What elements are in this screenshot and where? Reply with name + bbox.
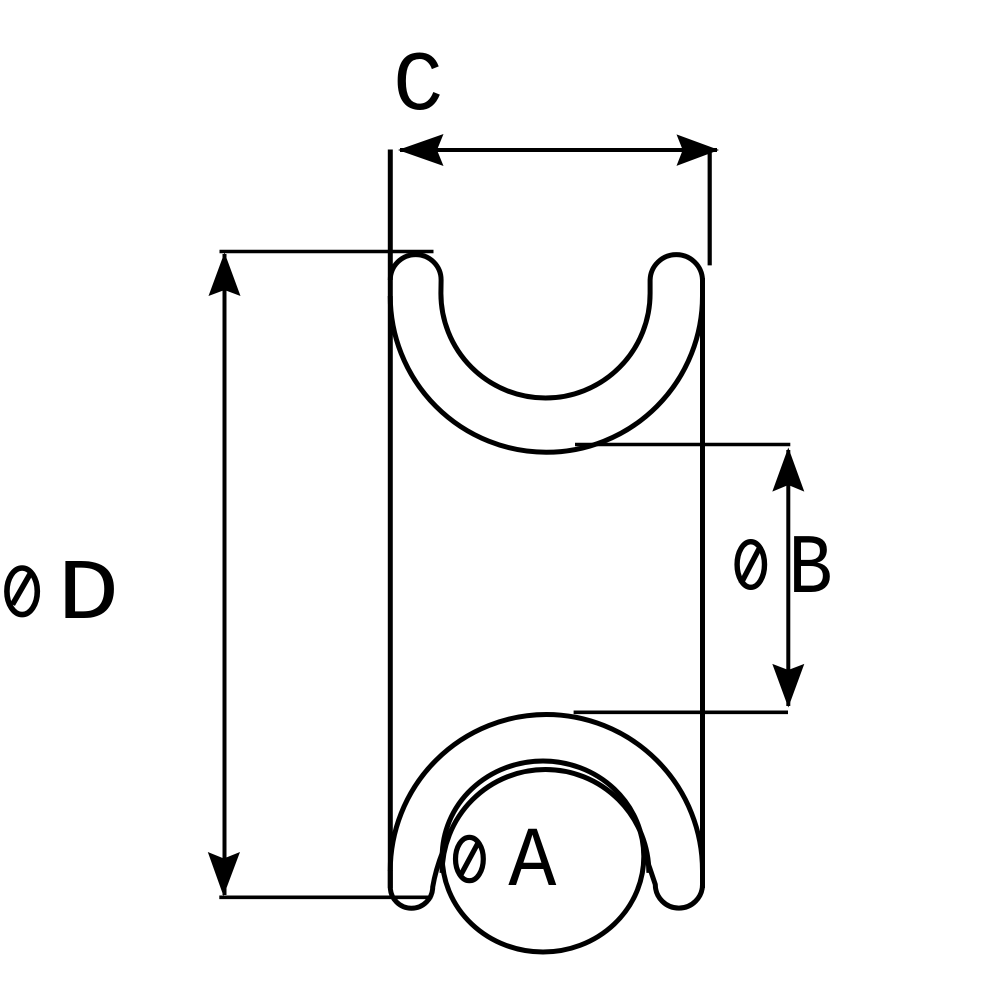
svg-text:C: C	[393, 40, 443, 135]
svg-text:D: D	[57, 546, 119, 644]
svg-text:B: B	[788, 522, 832, 618]
svg-text:A: A	[508, 814, 556, 911]
